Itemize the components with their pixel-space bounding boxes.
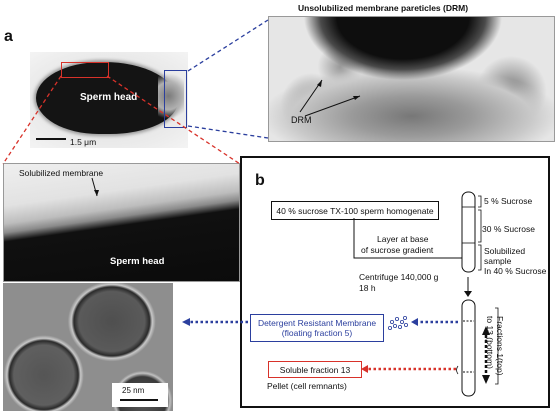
sperm-head-zoom-label: Sperm head [110, 256, 165, 267]
layer-line2: of sucrose gradient [361, 245, 434, 255]
scale-bar-line-c [120, 399, 158, 401]
drm-line2: (floating fraction 5) [281, 328, 353, 338]
centrifuge-line2: 18 h [359, 283, 376, 293]
scale-bar-box: 25 nm [112, 383, 168, 407]
scale-bar-label-c: 25 nm [122, 386, 145, 395]
sperm-head-label: Sperm head [80, 92, 138, 103]
drm-zoom-micrograph: DRM [268, 16, 555, 142]
panel-a-title: Unsolubilized membrane pareticles (DRM) [298, 3, 469, 13]
panel-a-letter: a [4, 28, 13, 45]
solubilized-sample-line2: sample [484, 256, 512, 266]
fractions-line2: to 13 (bottom) [485, 316, 495, 369]
homogenate-box: 40 % sucrose TX-100 sperm homogenate [271, 201, 439, 220]
sucrose-5-label: 5 % Sucrose [484, 196, 533, 206]
solubilized-sample-line3: In 40 % Sucrose [484, 266, 547, 276]
scale-bar-line [36, 138, 66, 140]
vesicle-micrograph: 25 nm [3, 283, 173, 411]
fractions-line1: Fractions 1(top) [495, 316, 505, 376]
blue-selection-box [164, 70, 187, 128]
drm-dotted-arrowhead-2 [182, 318, 190, 326]
fractions-label: Fractions 1(top) to 13 (bottom) [485, 316, 505, 396]
solubilized-membrane-label: Solubilized membrane [19, 168, 104, 178]
drm-label: DRM [291, 115, 312, 125]
scale-bar-label: 1.5 μm [70, 137, 97, 147]
centrifuge-line1: Centrifuge 140,000 g [359, 272, 439, 282]
layer-line1: Layer at base [377, 234, 429, 244]
panel-b-letter: b [255, 172, 265, 189]
panel-b-frame [240, 156, 550, 408]
blue-connector-top [187, 19, 269, 72]
blue-connector-bottom [187, 125, 269, 139]
solubilized-zoom-micrograph: Sperm head [3, 163, 240, 282]
drm-box: Detergent Resistant Membrane (floating f… [250, 314, 384, 342]
sucrose-30-label: 30 % Sucrose [482, 224, 535, 234]
solubilized-sample-line1: Solubilized [484, 246, 526, 256]
pellet-label: Pellet (cell remnants) [267, 381, 347, 391]
soluble-fraction-box: Soluble fraction 13 [268, 361, 362, 378]
red-selection-box [61, 62, 109, 78]
drm-line1: Detergent Resistant Membrane [257, 318, 377, 328]
